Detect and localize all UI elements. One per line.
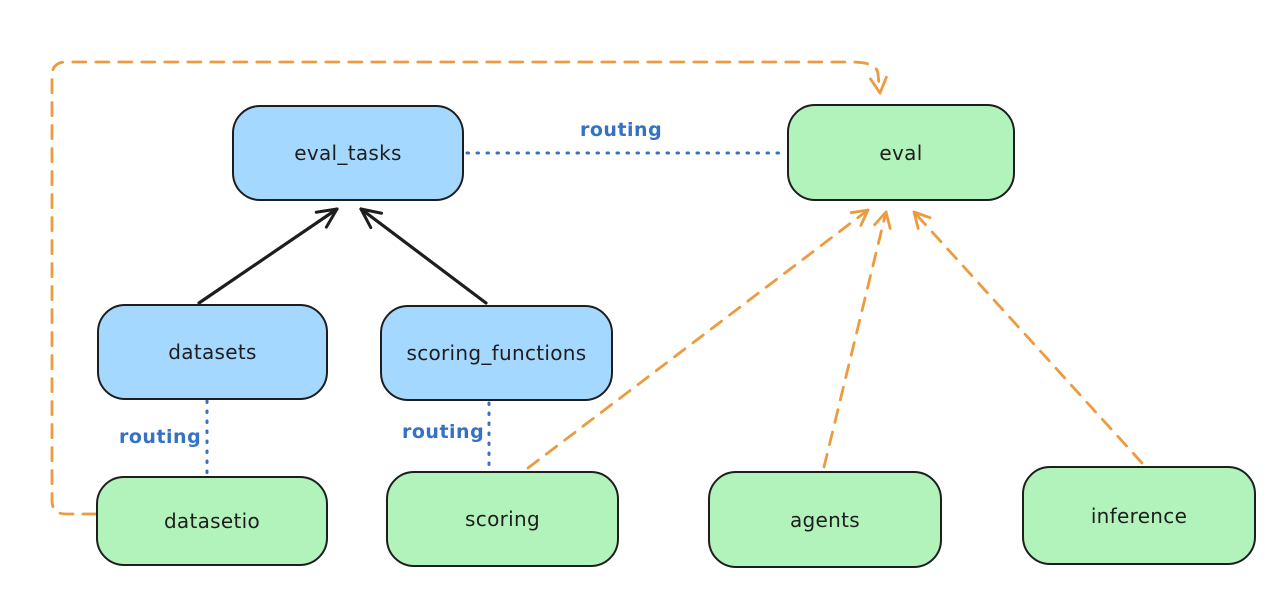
node-eval-label: eval — [879, 140, 923, 165]
node-scoring: scoring — [386, 471, 619, 567]
edge-scoring-to-eval — [526, 208, 870, 470]
edge-agents-to-eval — [822, 210, 892, 469]
node-datasets: datasets — [97, 304, 328, 400]
edge-datasetio-to-eval-loop — [50, 60, 888, 516]
node-eval-tasks-label: eval_tasks — [294, 141, 402, 165]
node-agents-label: agents — [790, 507, 860, 532]
routing-label-eval-tasks-eval: routing — [580, 119, 663, 141]
node-datasetio-label: datasetio — [163, 509, 261, 533]
node-eval-tasks: eval_tasks — [232, 105, 464, 201]
node-eval: eval — [787, 104, 1015, 201]
node-scoring-functions: scoring_functions — [380, 305, 613, 401]
node-agents: agents — [708, 471, 942, 568]
edge-inference-to-eval — [912, 210, 1144, 465]
node-inference: inference — [1022, 466, 1256, 565]
node-inference-label: inference — [1090, 503, 1188, 528]
node-scoring-label: scoring — [465, 507, 540, 531]
node-datasetio: datasetio — [96, 476, 328, 566]
routing-label-scoring-functions-scoring: routing — [402, 421, 485, 443]
node-datasets-label: datasets — [168, 340, 257, 364]
routing-label-datasets-datasetio: routing — [119, 426, 202, 448]
node-scoring-functions-label: scoring_functions — [406, 341, 587, 365]
edge-scoring-functions-to-eval-tasks — [359, 207, 488, 305]
edge-datasets-to-eval-tasks — [197, 207, 339, 305]
